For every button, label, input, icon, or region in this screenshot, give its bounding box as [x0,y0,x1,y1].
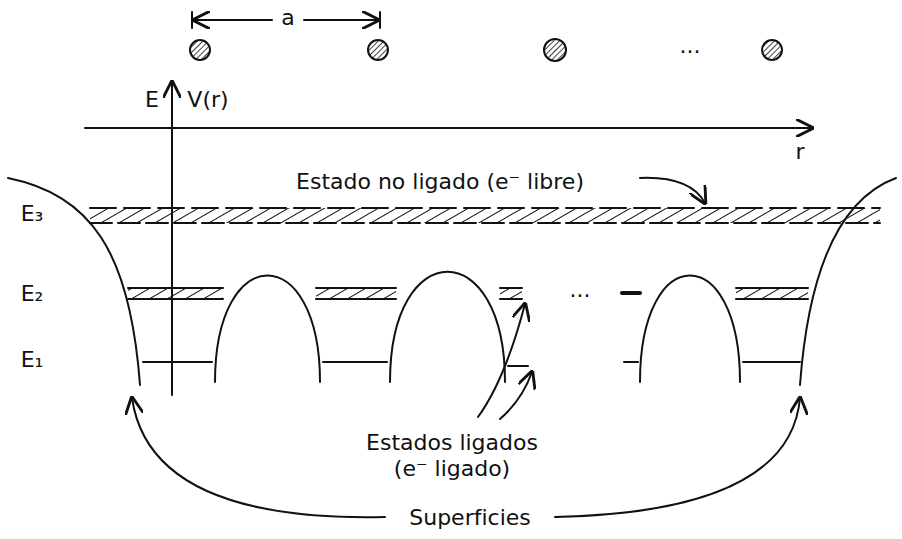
axis-label: E [145,87,159,113]
axis-label: V(r) [187,87,228,113]
atom [762,40,782,60]
spacing-tick [379,12,381,28]
atom [368,40,388,60]
state-label: Estado no ligado (e⁻ libre) [296,169,584,195]
energy-label: E₃ [21,201,44,227]
callout-arrow [640,178,705,203]
surface-right [800,178,896,385]
spacing-tick [191,12,193,28]
free-band [90,208,880,223]
state-label: Estados ligados (e⁻ ligado) [347,430,557,483]
energy-label: E₁ [21,347,44,373]
r-axis [85,127,812,129]
callout-arrow [500,372,532,419]
atom [190,40,210,60]
bound-level [143,362,800,366]
surface-label: Superficies [409,505,531,531]
ellipsis: ... [680,33,701,59]
callout-arrow [555,398,800,517]
spacing-arrow [304,19,378,21]
spacing-label: a [281,5,294,31]
atom [544,39,566,61]
potential-barrier [640,276,740,383]
energy-label: E₂ [21,281,44,307]
free-band-edge [90,207,880,209]
potential-barrier [390,272,505,382]
ellipsis: ... [570,277,591,303]
axis-label: r [795,139,804,165]
callout-arrow [132,398,385,517]
surface-left [8,178,140,385]
bound-band [128,288,808,299]
spacing-arrow [194,19,272,21]
potential-barrier [215,276,320,383]
free-band-edge [90,222,880,224]
